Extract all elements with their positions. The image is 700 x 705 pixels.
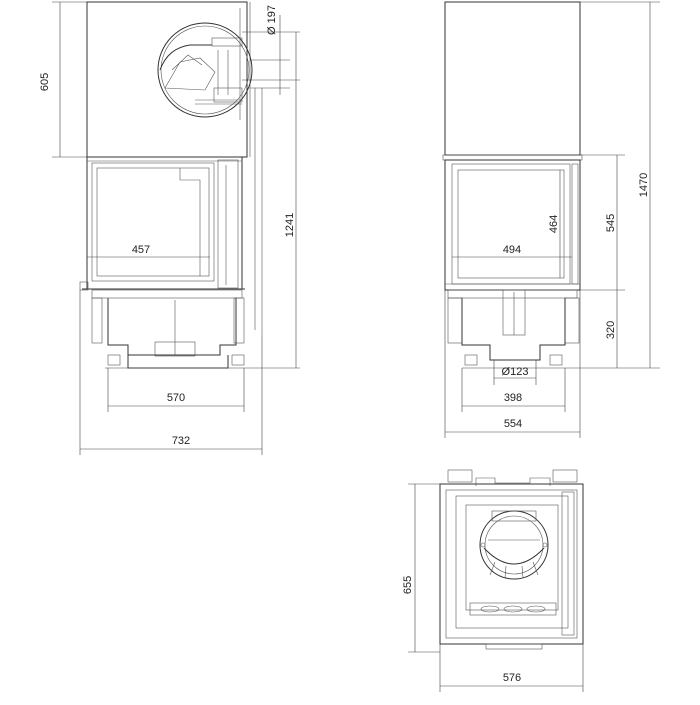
- top-view: 655 576: [402, 469, 584, 692]
- dim-side-feet-span: 570: [167, 392, 185, 404]
- front-firebox: [444, 159, 581, 291]
- dim-front-base-height: 320: [605, 321, 617, 339]
- dim-front-door-height: 545: [605, 214, 617, 232]
- dim-front-glass-height: 464: [548, 215, 560, 233]
- top-grate-detail: [479, 510, 549, 580]
- dim-front-overall-width: 554: [504, 418, 522, 430]
- dim-front-door-width: 494: [503, 244, 521, 256]
- dim-side-door-width: 457: [132, 244, 150, 256]
- front-view: 1470 545 320 464 494 Ø123 398 554: [442, 1, 660, 438]
- dim-air-inlet-diameter: Ø123: [502, 366, 529, 378]
- dim-hood-height: 605: [39, 73, 51, 91]
- side-firebox: [86, 156, 243, 290]
- dim-front-feet-span: 398: [504, 392, 522, 404]
- side-view: 605 Ø 197 1241 457 570 732: [39, 1, 300, 455]
- front-hood: [444, 1, 581, 156]
- side-hood: [86, 1, 248, 158]
- dim-side-height: 1241: [284, 213, 296, 237]
- dim-side-overall-width: 732: [172, 435, 190, 447]
- side-feet-plate: [127, 355, 229, 369]
- dim-top-depth: 655: [402, 576, 414, 594]
- dim-front-height: 1470: [638, 173, 650, 197]
- dim-flue-diameter: Ø 197: [266, 5, 278, 35]
- flue-connection-detail: [157, 22, 253, 118]
- dim-top-width: 576: [503, 672, 521, 684]
